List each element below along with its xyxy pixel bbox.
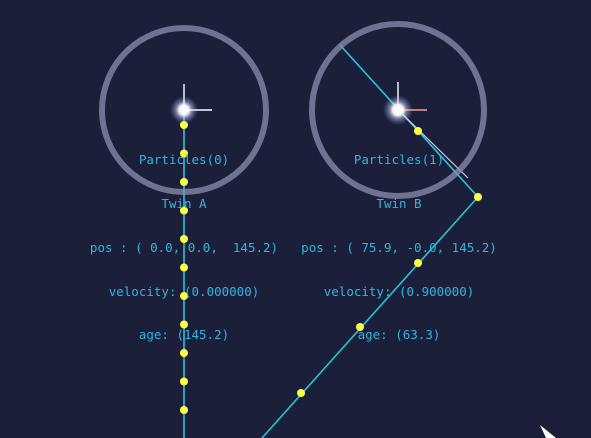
event-dot bbox=[180, 320, 188, 329]
twin-b-label: Particles(1) Twin B pos : ( 75.9, -0.0, … bbox=[301, 124, 497, 372]
event-dot bbox=[180, 149, 188, 158]
twin-b-header: Particles(1) bbox=[353, 152, 445, 168]
cursor-arrow-icon bbox=[540, 425, 556, 438]
event-dot bbox=[297, 389, 305, 397]
twin-b-worldline-outbound bbox=[261, 196, 479, 438]
event-dot bbox=[356, 323, 364, 331]
event-dot bbox=[180, 178, 188, 186]
event-dots bbox=[180, 121, 482, 414]
event-dot bbox=[414, 259, 422, 267]
twin-a-ring bbox=[99, 25, 269, 195]
twin-a-age: age: (145.2) bbox=[138, 327, 230, 343]
event-dot bbox=[180, 235, 188, 243]
twin-b-age: age: (63.3) bbox=[357, 327, 441, 343]
twin-b-name: Twin B bbox=[376, 195, 422, 211]
event-dot bbox=[180, 406, 188, 414]
event-dot bbox=[414, 127, 422, 135]
twin-a-pos: pos : ( 0.0, 0.0, 145.2) bbox=[89, 239, 279, 255]
glow-star-icon bbox=[383, 95, 413, 125]
event-dot bbox=[180, 349, 188, 357]
twin-b-marker[interactable] bbox=[309, 21, 487, 199]
twin-b-pos: pos : ( 75.9, -0.0, 145.2) bbox=[301, 239, 497, 255]
twin-b-ring bbox=[309, 21, 487, 199]
event-dot bbox=[180, 377, 188, 386]
twin-a-name: Twin A bbox=[161, 195, 207, 211]
twin-b-velocity: velocity: (0.900000) bbox=[323, 283, 475, 299]
twin-a-marker[interactable] bbox=[99, 25, 269, 195]
glow-star-icon bbox=[170, 96, 198, 124]
event-dot bbox=[180, 292, 188, 300]
event-dot bbox=[180, 206, 188, 215]
twin-a-header: Particles(0) bbox=[138, 152, 230, 168]
event-dot bbox=[180, 263, 188, 272]
twin-a-label: Particles(0) Twin A pos : ( 0.0, 0.0, 14… bbox=[90, 124, 278, 372]
light-ray bbox=[397, 109, 469, 179]
event-dot bbox=[474, 193, 482, 201]
twin-a-velocity: velocity: (0.000000) bbox=[108, 283, 260, 299]
